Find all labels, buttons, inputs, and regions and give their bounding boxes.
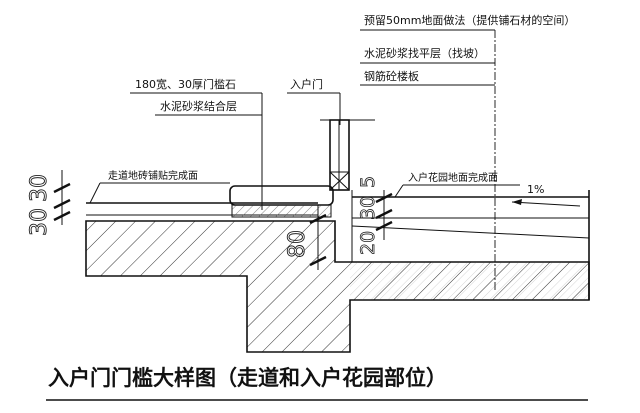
- label-reserve-50: 预留50mm地面做法（提供铺石材的空间）: [364, 13, 575, 27]
- right-screed-layer: [350, 262, 589, 300]
- label-slope: 1%: [527, 183, 544, 196]
- label-threshold-stone: 180宽、30厚门槛石: [135, 77, 236, 91]
- label-corridor-tile: 走道地砖铺贴完成面: [108, 169, 198, 182]
- slope-arrow: [511, 201, 581, 207]
- dim-center-80: 80: [285, 230, 310, 258]
- dim-right-5: 5: [357, 176, 379, 188]
- label-garden-finish: 入户花园地面完成面: [408, 171, 498, 184]
- dim-left-30b: 30: [27, 208, 52, 236]
- label-rc-slab: 钢筋砼楼板: [364, 69, 419, 83]
- label-cement-bond: 水泥砂浆结合层: [160, 99, 237, 113]
- dim-left-30a: 30: [27, 174, 52, 202]
- dim-right-30: 30: [357, 196, 379, 220]
- drawing-title: 入户门门槛大样图（走道和入户花园部位）: [48, 366, 447, 390]
- threshold-bond: [231, 204, 332, 218]
- dim-right-20: 20: [357, 231, 379, 255]
- garden-slope-line: [351, 225, 590, 239]
- label-entry-door: 入户门: [290, 77, 323, 91]
- threshold-stone: [229, 185, 334, 206]
- label-cement-leveling: 水泥砂浆找平层（找坡）: [364, 46, 485, 60]
- door-bottom-block: [329, 171, 350, 191]
